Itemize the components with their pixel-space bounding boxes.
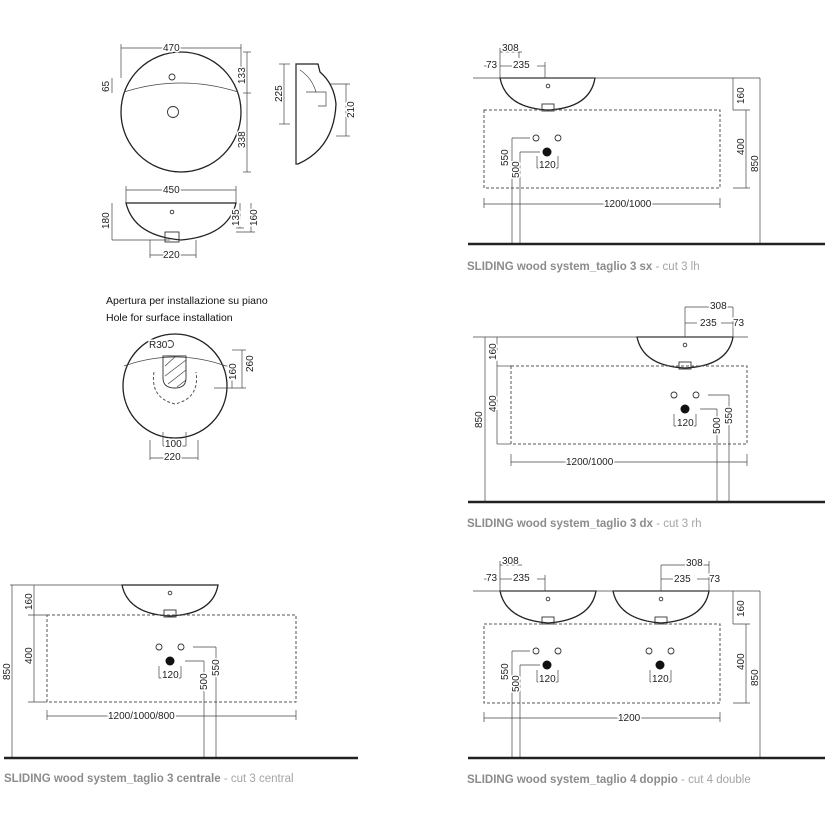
sx-850-label: 850 (750, 155, 761, 172)
central-caption: SLIDING wood system_taglio 3 centrale - … (4, 773, 294, 785)
cut-3-central-drawing: 160 400 850 120 500 550 1200/1000/800 SL… (1, 584, 358, 785)
basin-side-view: 225 210 (273, 63, 359, 165)
surface-installation-hole-view: Apertura per installazione su piano Hole… (106, 295, 268, 465)
sx-550-label: 550 (500, 149, 511, 166)
central-120-label: 120 (162, 670, 179, 681)
double-235-right-label: 235 (674, 574, 691, 585)
double-120-left-label: 120 (539, 674, 556, 685)
central-160-label: 160 (24, 593, 35, 610)
plan-width-label: 470 (163, 43, 180, 54)
front-drain-label: 220 (163, 250, 180, 261)
side-depth-label: 210 (346, 101, 357, 118)
hole-note-italian: Apertura per installazione su piano (106, 295, 268, 307)
double-850-label: 850 (750, 669, 761, 686)
hole-note-english: Hole for surface installation (106, 312, 233, 324)
hole-160-label: 160 (228, 363, 239, 380)
double-550-label: 550 (500, 663, 511, 680)
double-400-label: 400 (736, 653, 747, 670)
double-width-label: 1200 (618, 713, 641, 724)
double-235-left-label: 235 (513, 573, 530, 584)
dx-120-label: 120 (677, 418, 694, 429)
central-width-label: 1200/1000/800 (108, 711, 175, 722)
hole-260-label: 260 (245, 355, 256, 372)
sx-caption: SLIDING wood system_taglio 3 sx - cut 3 … (467, 261, 700, 273)
dx-width-label: 1200/1000 (566, 457, 614, 468)
sx-500-label: 500 (511, 161, 522, 178)
basin-front-view: 450 180 135 160 220 (100, 184, 262, 263)
central-500-label: 500 (199, 673, 210, 690)
dx-235-label: 235 (700, 318, 717, 329)
sx-308-label: 308 (502, 43, 519, 54)
dx-850-label: 850 (474, 411, 485, 428)
dx-73-label: 73 (733, 318, 745, 329)
hole-radius-label: R30 (149, 340, 168, 351)
sx-400-label: 400 (736, 138, 747, 155)
hole-100-label: 100 (165, 439, 182, 450)
cut-4-double-drawing: 308 73 235 308 235 73 160 400 850 120 (467, 555, 825, 786)
double-500-label: 500 (511, 675, 522, 692)
front-outer-label: 160 (249, 209, 260, 226)
sx-width-label: 1200/1000 (604, 199, 652, 210)
hole-220-label: 220 (164, 452, 181, 463)
double-308-left-label: 308 (502, 556, 519, 567)
central-850-label: 850 (2, 663, 13, 680)
double-caption: SLIDING wood system_taglio 4 doppio - cu… (467, 774, 751, 786)
plan-top-depth-label: 133 (237, 67, 248, 84)
side-height-label: 225 (274, 85, 285, 102)
dx-308-label: 308 (710, 301, 727, 312)
plan-hole-offset-label: 65 (101, 80, 112, 92)
cut-3-left-drawing: 308 73 235 160 400 850 120 550 500 (467, 42, 825, 273)
cut-3-right-drawing: 308 235 73 160 400 850 120 500 550 1200/… (467, 300, 825, 530)
sx-160-label: 160 (736, 87, 747, 104)
double-73-right-label: 73 (709, 574, 721, 585)
sx-235-label: 235 (513, 60, 530, 71)
dx-500-label: 500 (712, 417, 723, 434)
basin-plan-view: 470 65 133 338 (100, 42, 251, 173)
sx-73-label: 73 (486, 60, 498, 71)
double-73-left-label: 73 (486, 573, 498, 584)
front-inner-label: 135 (231, 209, 242, 226)
sx-120-label: 120 (539, 160, 556, 171)
central-400-label: 400 (24, 647, 35, 664)
dx-160-label: 160 (488, 343, 499, 360)
central-550-label: 550 (211, 659, 222, 676)
plan-bottom-depth-label: 338 (237, 131, 248, 148)
front-height-label: 180 (101, 212, 112, 229)
dx-550-label: 550 (724, 407, 735, 424)
double-120-right-label: 120 (652, 674, 669, 685)
double-160-label: 160 (736, 600, 747, 617)
dx-400-label: 400 (488, 395, 499, 412)
front-width-label: 450 (163, 185, 180, 196)
dx-caption: SLIDING wood system_taglio 3 dx - cut 3 … (467, 518, 702, 530)
double-308-right-label: 308 (686, 558, 703, 569)
